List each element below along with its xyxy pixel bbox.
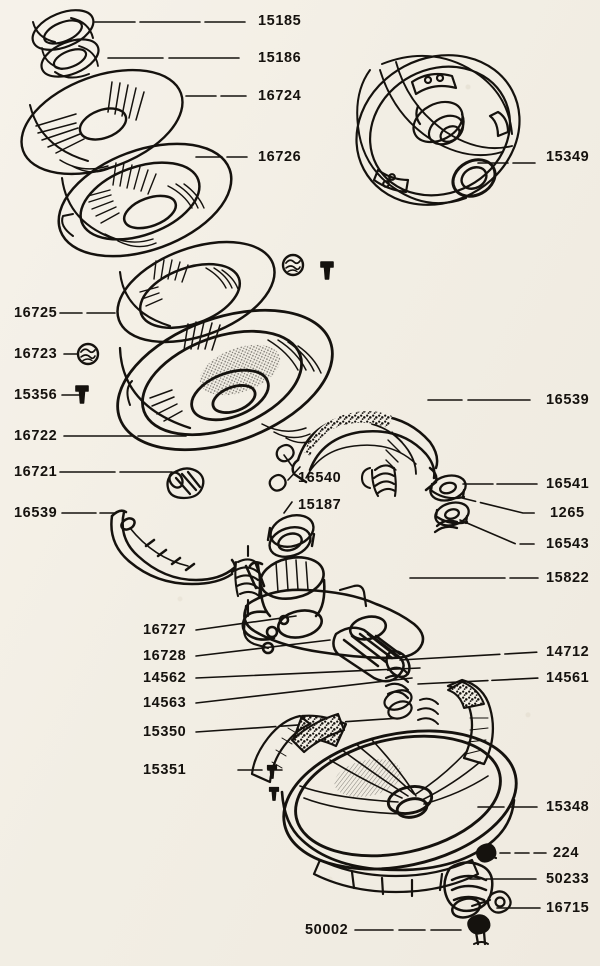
part-16723-dome-cap-b <box>76 342 100 366</box>
callout-label-16715: 16715 <box>546 900 590 916</box>
callout-label-15186: 15186 <box>258 50 302 66</box>
part-16724-shading <box>35 81 145 173</box>
part-16715-cotter-pin-clip <box>471 890 512 914</box>
part-15356-screw-a <box>320 261 334 280</box>
callout-label-15349: 15349 <box>546 149 590 165</box>
part-16540-anchor-pin-block <box>268 443 295 492</box>
part-15349-drum-cover-assembly <box>355 54 521 206</box>
callout-label-14712: 14712 <box>546 644 590 660</box>
callout-label-1265: 1265 <box>550 505 585 521</box>
callout-label-14563: 14563 <box>143 695 187 711</box>
part-15351-rivet-a <box>266 764 278 779</box>
spring-right <box>360 464 397 498</box>
part-15348-brake-drum <box>280 729 518 872</box>
part-50002-grease-fitting <box>467 914 491 946</box>
part-16725-shading <box>139 259 239 307</box>
callout-label-16543: 16543 <box>546 536 590 552</box>
callout-label-16725: 16725 <box>14 305 58 321</box>
callout-label-50233: 50233 <box>546 871 590 887</box>
callout-label-16722: 16722 <box>14 428 58 444</box>
callout-label-16721: 16721 <box>14 464 58 480</box>
callout-label-14561: 14561 <box>546 670 590 686</box>
callout-label-16539-left: 16539 <box>14 505 58 521</box>
part-16725-brake-shoe-assembly <box>116 240 276 344</box>
callout-label-224: 224 <box>553 845 579 861</box>
part-16726-backing-plate <box>57 142 233 258</box>
callout-label-16539-right: 16539 <box>546 392 590 408</box>
part-15348-band-segments <box>290 712 480 898</box>
part-16722-shading <box>149 321 322 444</box>
callout-label-14562: 14562 <box>143 670 187 686</box>
part-14563-spindle-nut <box>383 666 413 720</box>
part-16723-dome-cap-a <box>281 253 305 277</box>
part-15185-bearing-cone <box>31 9 95 51</box>
part-16726-shading <box>87 162 205 248</box>
part-14712-hub-spline <box>417 697 439 725</box>
part-15187-spacer-collar <box>266 513 316 559</box>
part-1265-lock-washer <box>434 501 470 527</box>
callout-label-16723: 16723 <box>14 346 58 362</box>
part-16539-brake-shoe-arm-left <box>110 509 237 586</box>
part-50233-hub-cap-nut <box>443 861 494 919</box>
part-16539-right-texture <box>304 411 392 456</box>
callout-label-16724: 16724 <box>258 88 302 104</box>
part-16724-brake-shoe-plate <box>20 68 184 176</box>
callout-label-15351: 15351 <box>143 762 187 778</box>
part-14561-brake-lining-band <box>446 678 495 766</box>
part-15822-steering-knuckle <box>241 556 425 660</box>
part-224-key <box>476 843 498 863</box>
part-16543-retaining-nut <box>433 519 459 534</box>
callout-label-50002: 50002 <box>305 922 349 938</box>
callout-label-16726: 16726 <box>258 149 302 165</box>
callout-label-15187: 15187 <box>298 497 342 513</box>
callout-label-15348: 15348 <box>546 799 590 815</box>
part-14562-spindle-shaft <box>332 626 411 683</box>
callout-label-16541: 16541 <box>546 476 590 492</box>
callout-label-16540: 16540 <box>298 470 342 486</box>
part-15351-rivet-b <box>268 786 280 801</box>
callout-label-15356: 15356 <box>14 387 58 403</box>
callout-label-16728: 16728 <box>143 648 187 664</box>
part-16721-wheel-cylinder <box>166 467 205 500</box>
callout-label-15350: 15350 <box>143 724 187 740</box>
callout-label-16727: 16727 <box>143 622 187 638</box>
part-15348-radial-shading <box>299 739 489 815</box>
callout-label-15822: 15822 <box>546 570 590 586</box>
callout-label-15185: 15185 <box>258 13 302 29</box>
part-16541-washer <box>429 474 467 502</box>
part-15186-bearing-cup <box>40 38 100 79</box>
